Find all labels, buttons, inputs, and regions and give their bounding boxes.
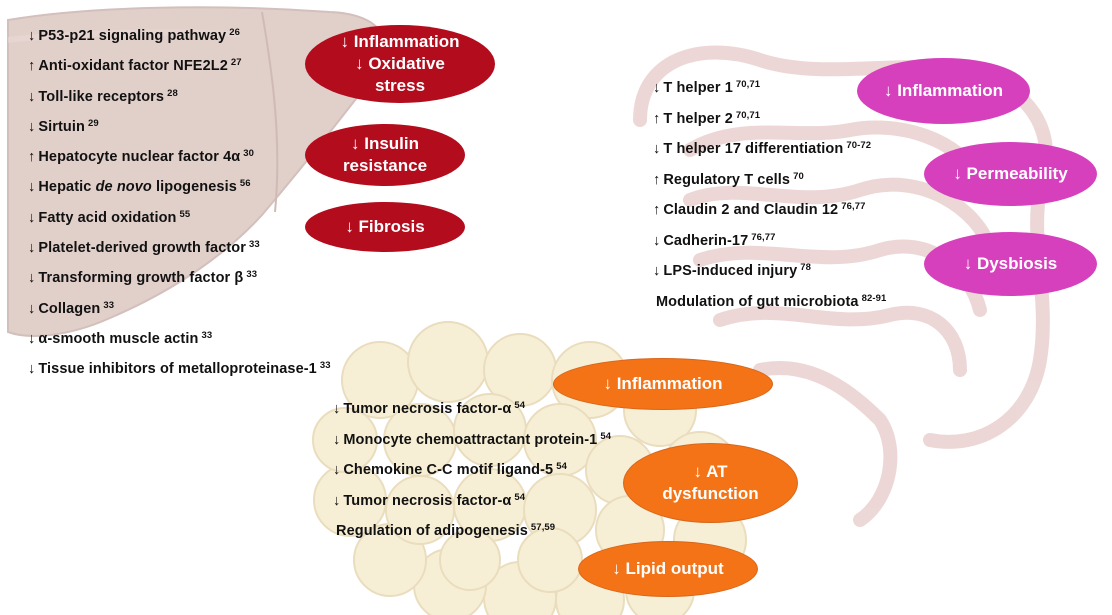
arrow-icon: ↓ xyxy=(28,330,36,347)
reference: 78 xyxy=(800,262,812,273)
reference: 55 xyxy=(179,208,191,220)
reference: 54 xyxy=(556,461,567,472)
arrow-icon: ↓ xyxy=(653,80,661,96)
arrow-icon: ↓ xyxy=(28,209,36,226)
gut-effect-permeability: ↓ Permeability xyxy=(924,142,1097,206)
liver-effect-fibrosis: ↓ Fibrosis xyxy=(305,202,465,252)
arrow-icon: ↓ xyxy=(333,492,341,509)
arrow-icon: ↓ xyxy=(28,240,36,257)
arrow-icon: ↓ xyxy=(333,462,341,478)
arrow-icon: ↓ xyxy=(28,270,36,287)
reference: 33 xyxy=(201,329,213,341)
arrow-icon: ↓ xyxy=(333,431,341,448)
arrow-icon: ↓ xyxy=(28,118,36,135)
reference: 29 xyxy=(87,117,99,129)
reference: 27 xyxy=(230,57,242,69)
reference: 76,77 xyxy=(841,201,866,212)
lipogenesis-text: Hepatic de novo lipogenesis xyxy=(38,179,237,196)
reference: 70,71 xyxy=(735,79,761,90)
list-item: ↓Tissue inhibitors of metalloproteinase-… xyxy=(28,360,331,378)
arrow-icon: ↑ xyxy=(653,110,661,127)
liver-effect-inflammation-oxidative-stress: ↓ Inflammation ↓ Oxidative stress xyxy=(305,25,495,103)
reference: 57,59 xyxy=(530,522,556,533)
reference: 30 xyxy=(243,148,255,160)
reference: 82-91 xyxy=(861,292,887,304)
arrow-icon: ↑ xyxy=(28,149,36,166)
reference: 70,71 xyxy=(735,109,761,121)
liver-effect-insulin-resistance: ↓ Insulin resistance xyxy=(305,124,465,186)
reference: 76,77 xyxy=(751,231,776,243)
reference: 54 xyxy=(514,400,526,411)
arrow-icon: ↓ xyxy=(653,232,661,249)
arrow-icon: ↓ xyxy=(28,88,36,105)
adipose-effect-inflammation: ↓ Inflammation xyxy=(553,358,773,410)
reference: 33 xyxy=(319,360,331,372)
arrow-icon: ↑ xyxy=(653,171,661,188)
gut-effect-dysbiosis: ↓ Dysbiosis xyxy=(924,232,1097,296)
arrow-icon: ↓ xyxy=(28,300,36,317)
reference: 33 xyxy=(103,299,115,311)
reference: 54 xyxy=(514,491,526,503)
reference: 33 xyxy=(246,269,258,281)
gut-effect-inflammation: ↓ Inflammation xyxy=(857,58,1030,124)
arrow-icon: ↓ xyxy=(653,263,661,279)
arrow-icon: ↓ xyxy=(28,361,36,378)
arrow-icon: ↑ xyxy=(28,58,36,75)
liver-icon xyxy=(7,6,386,337)
arrow-icon: ↓ xyxy=(28,179,36,196)
arrow-icon: ↓ xyxy=(28,28,36,44)
reference: 54 xyxy=(600,430,612,442)
reference: 70-72 xyxy=(846,140,872,151)
adipose-effect-lipid-output: ↓ Lipid output xyxy=(578,541,758,597)
reference: 70 xyxy=(793,170,804,182)
intestine-icon xyxy=(633,45,1054,527)
adipose-effect-at-dysfunction: ↓ AT dysfunction xyxy=(623,443,798,523)
arrow-icon: ↓ xyxy=(653,141,661,157)
reference: 26 xyxy=(229,27,240,38)
reference: 56 xyxy=(239,178,251,190)
reference: 28 xyxy=(167,87,178,99)
arrow-icon: ↑ xyxy=(653,202,661,218)
reference: 33 xyxy=(249,239,260,251)
arrow-icon: ↓ xyxy=(333,401,341,417)
